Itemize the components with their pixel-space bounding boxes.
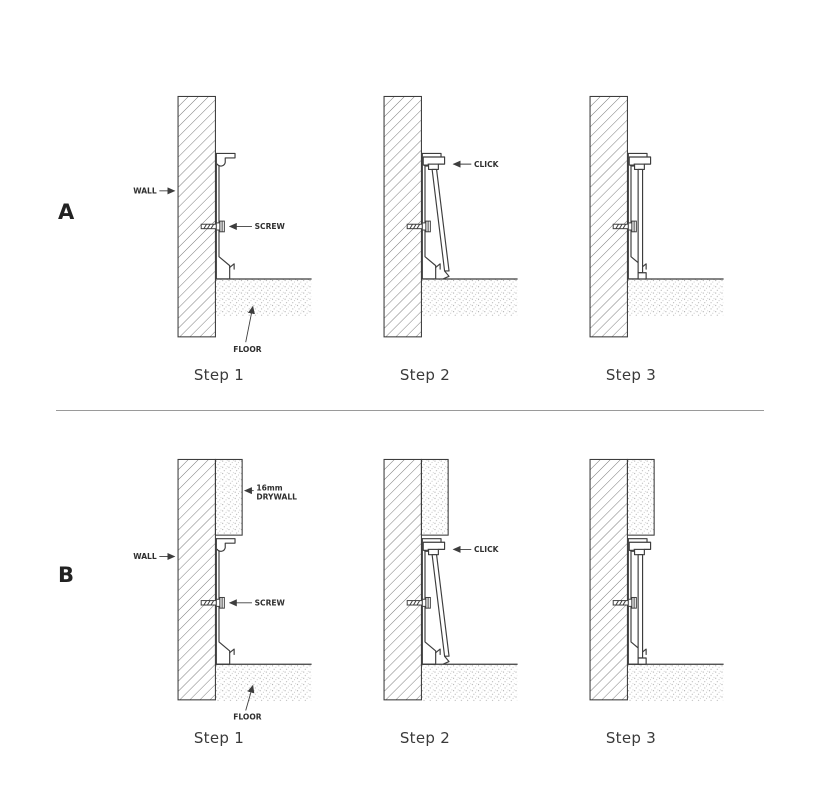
screw-label: SCREW <box>255 222 286 231</box>
step-caption: Step 3 <box>605 729 657 747</box>
drywall-callout: 16mm DRYWALL <box>243 484 297 502</box>
wall-callout: WALL <box>133 552 176 561</box>
cover-profile-tilted <box>422 156 450 280</box>
step-diagram-a3 <box>589 95 725 338</box>
step-diagram-a2: CLICK <box>383 95 519 338</box>
wall-section <box>589 95 628 338</box>
click-label: CLICK <box>474 545 500 554</box>
drywall-section <box>420 458 449 536</box>
drywall-size-label: 16mm <box>256 484 282 493</box>
wall-section <box>589 458 628 701</box>
click-callout: CLICK <box>452 160 500 169</box>
step-caption: Step 3 <box>605 366 657 384</box>
wall-label: WALL <box>133 552 157 561</box>
floor-arrow <box>245 684 255 711</box>
variant-letter-b: B <box>58 563 75 587</box>
floor-section <box>420 278 519 317</box>
step-panel-a2: CLICK Step 2 <box>327 84 523 384</box>
step-diagram-a1: WALL SCREW FLOOR <box>133 95 313 354</box>
drywall-section <box>214 458 243 536</box>
floor-label: FLOOR <box>233 345 262 354</box>
step-caption: Step 2 <box>399 366 451 384</box>
wall-section <box>383 458 422 701</box>
floor-label: FLOOR <box>233 712 262 721</box>
click-label: CLICK <box>474 160 500 169</box>
row-divider <box>56 410 764 411</box>
step-panel-b3: Step 3 <box>533 447 729 747</box>
drywall-label: DRYWALL <box>256 493 297 502</box>
step-caption: Step 2 <box>399 729 451 747</box>
step-caption: Step 1 <box>193 729 245 747</box>
step-panel-b1: 16mm DRYWALL WALL SCREW FLOOR Step 1 <box>121 447 317 747</box>
variant-letter-a: A <box>58 200 75 224</box>
step-diagram-b1: 16mm DRYWALL WALL SCREW FLOOR <box>133 458 313 721</box>
step-diagram-b2: CLICK <box>383 458 519 702</box>
click-callout: CLICK <box>452 545 500 554</box>
floor-section <box>420 663 519 702</box>
floor-section <box>214 278 313 317</box>
wall-section <box>383 95 422 338</box>
variant-row-b: B 16mm DRYWALL WALL SCREW <box>0 411 814 747</box>
wall-section <box>177 95 216 338</box>
skirting-profile <box>215 152 236 280</box>
step-caption: Step 1 <box>193 366 245 384</box>
screw-callout: SCREW <box>228 598 286 607</box>
screw-callout: SCREW <box>228 222 286 231</box>
wall-callout: WALL <box>133 187 176 196</box>
step-panel-b2: CLICK Step 2 <box>327 447 523 747</box>
floor-callout: FLOOR <box>233 305 262 354</box>
step-panel-a1: WALL SCREW FLOOR Step 1 <box>121 84 317 384</box>
screw-label: SCREW <box>255 598 286 607</box>
floor-section <box>214 663 313 702</box>
step-diagram-b3 <box>589 458 725 702</box>
floor-section <box>626 278 725 317</box>
cover-profile-seated <box>628 156 652 280</box>
wall-label: WALL <box>133 187 157 196</box>
drywall-section <box>626 458 655 536</box>
floor-callout: FLOOR <box>233 684 262 721</box>
variant-row-a: A WALL SCREW FLOOR St <box>0 0 814 384</box>
floor-section <box>626 663 725 702</box>
floor-arrow <box>245 305 255 343</box>
step-panel-a3: Step 3 <box>533 84 729 384</box>
wall-section <box>177 458 216 701</box>
